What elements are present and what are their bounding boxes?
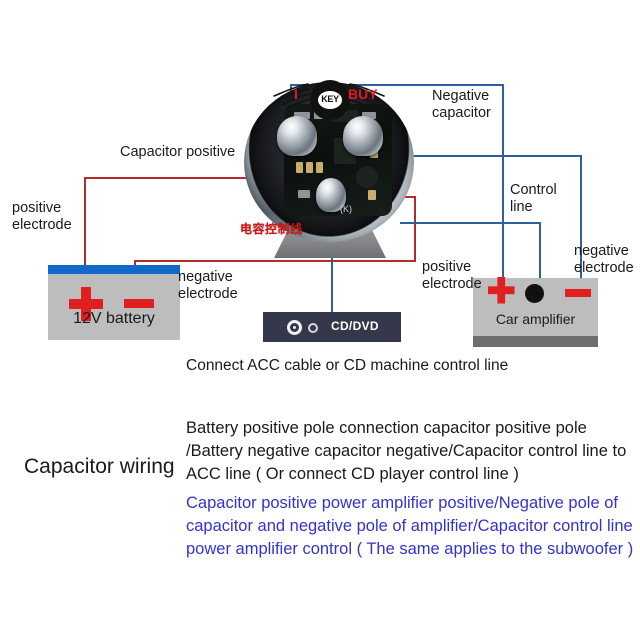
amplifier-device: Car amplifier xyxy=(473,277,598,336)
amplifier-positive-symbol xyxy=(488,277,515,304)
disc-eject-icon xyxy=(308,323,318,333)
capacitor-device: (K) 电容控制线 xyxy=(236,82,422,264)
amplifier-control-terminal xyxy=(525,284,544,303)
wire-blue-cd-control-drop xyxy=(331,224,333,314)
wire-blue-amp-negative-drop xyxy=(580,155,582,280)
capacitor-housing: (K) xyxy=(244,82,414,242)
battery-label: 12V battery xyxy=(73,310,155,327)
wire-blue-amp-positive-drop xyxy=(502,84,504,280)
wire-red-battery-positive-vertical xyxy=(84,177,86,268)
wire-blue-capacitor-negative-lead xyxy=(400,155,582,157)
callout-battery-positive-electrode: positive electrode xyxy=(12,200,72,234)
ikeybuy-watermark-logo: I KEY BUY xyxy=(272,74,386,122)
logo-key-text: KEY xyxy=(321,94,339,104)
wire-red-battery-positive-horizontal xyxy=(84,177,289,179)
callout-amplifier-positive-electrode: positive electrode xyxy=(422,259,482,293)
logo-ring: KEY xyxy=(310,80,350,120)
amplifier-label: Car amplifier xyxy=(495,311,576,327)
wings-icon xyxy=(273,83,385,109)
capacitor-negative-terminal xyxy=(343,116,383,156)
acc-cable-caption: Connect ACC cable or CD machine control … xyxy=(186,357,509,374)
capacitor-terminal-mark: (K) xyxy=(340,204,352,214)
logo-ring-inner: KEY xyxy=(318,91,342,109)
cd-player-device: CD/DVD xyxy=(263,312,401,342)
capacitor-chinese-label: 电容控制线 xyxy=(240,222,303,236)
amplifier-negative-symbol xyxy=(565,289,591,297)
wire-blue-top-bus xyxy=(290,84,504,86)
callout-battery-negative-electrode: negative electrode xyxy=(178,269,238,303)
wire-blue-control-lead xyxy=(400,222,541,224)
logo-buy-text: BUY xyxy=(348,86,378,102)
capacitor-control-terminal xyxy=(316,178,346,212)
battery-top-strip xyxy=(48,265,180,274)
battery-positive-symbol xyxy=(69,287,103,321)
battery-negative-symbol xyxy=(124,299,154,308)
wire-red-capacitor-negative-riser xyxy=(414,196,416,262)
logo-i-text: I xyxy=(294,86,298,102)
battery-device: 12V battery xyxy=(48,265,180,340)
capacitor-positive-terminal xyxy=(277,116,317,156)
callout-control-line: Control line xyxy=(510,182,557,216)
callout-negative-capacitor: Negative capacitor xyxy=(432,88,491,122)
wire-blue-amp-control-drop xyxy=(539,222,541,280)
disc-icon xyxy=(287,320,302,335)
amplifier-base-strip xyxy=(473,336,598,347)
description-blue: Capacitor positive power amplifier posit… xyxy=(186,494,634,558)
wire-red-battery-negative-horizontal xyxy=(134,260,416,262)
description-black: Battery positive pole connection capacit… xyxy=(186,419,627,483)
cd-player-label: CD/DVD xyxy=(331,319,379,333)
callout-capacitor-positive: Capacitor positive xyxy=(120,144,236,160)
callout-amplifier-negative-electrode: negative electrode xyxy=(574,243,634,277)
page-title: Capacitor wiring xyxy=(24,455,175,478)
